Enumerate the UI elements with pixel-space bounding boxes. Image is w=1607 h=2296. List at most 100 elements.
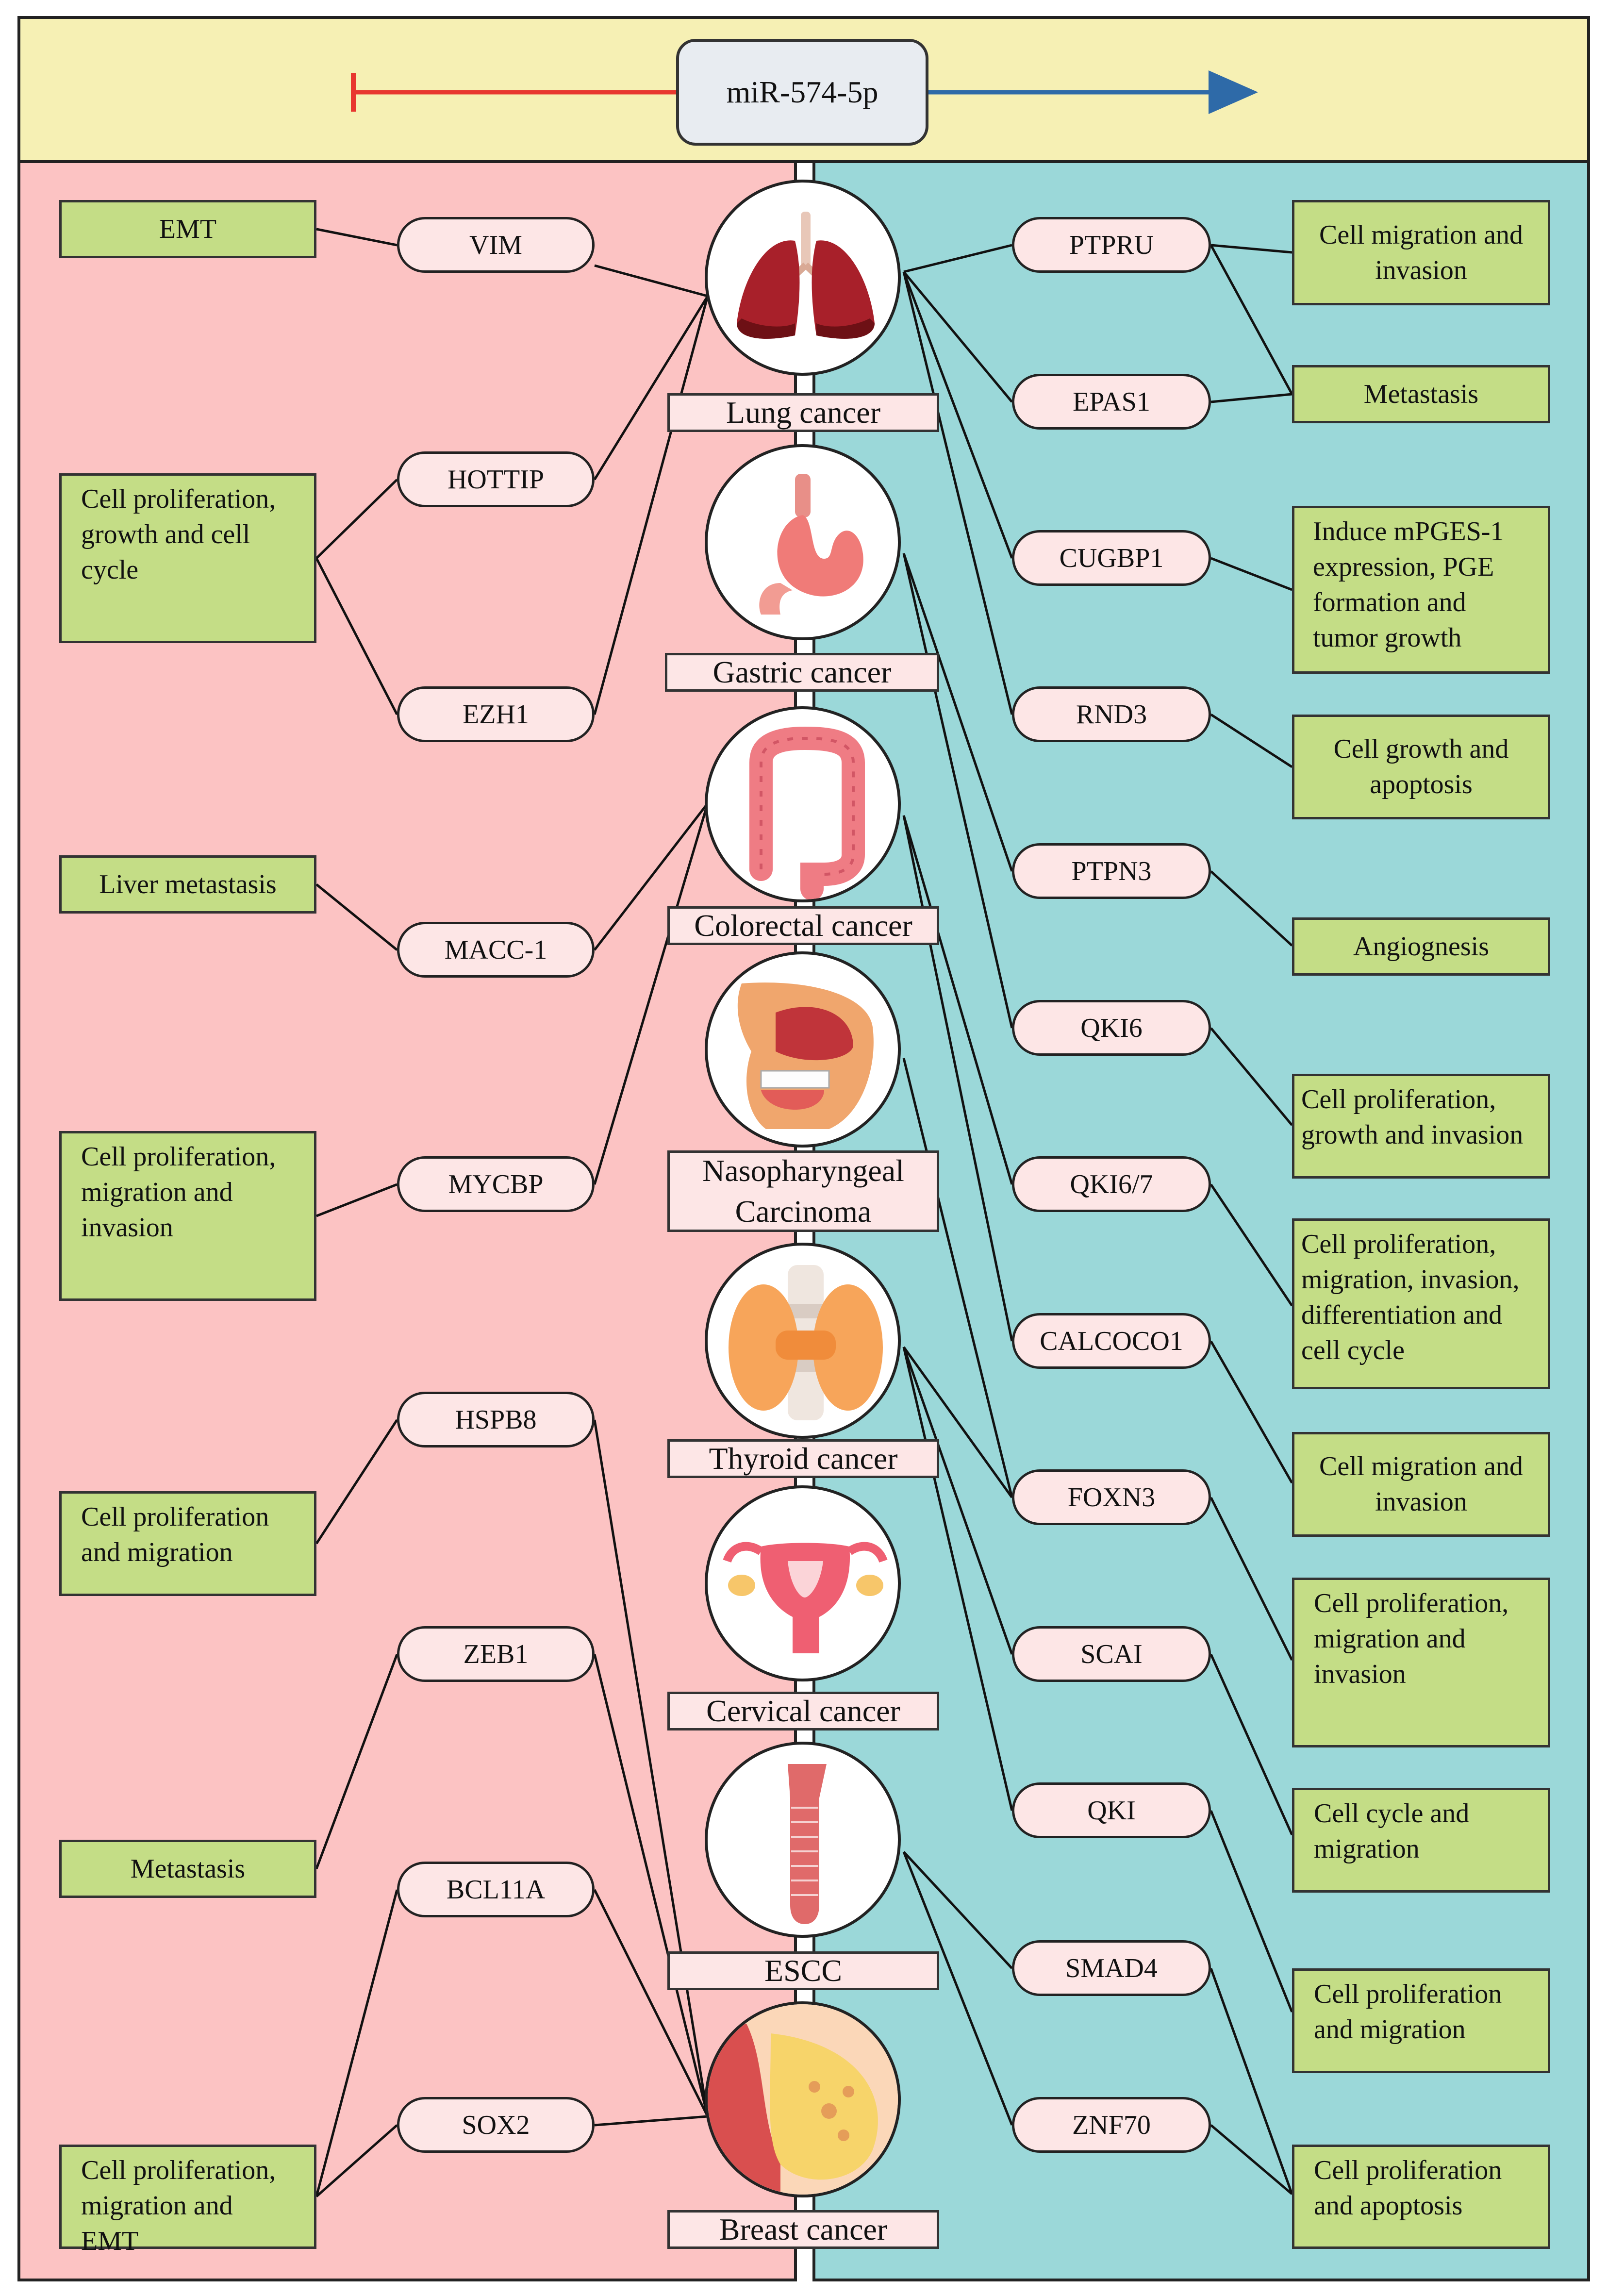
cancer-label-colorectal: Colorectal cancer [667, 906, 939, 945]
connector-line [315, 557, 398, 715]
connector-line [902, 1346, 1013, 1498]
connector-line [903, 271, 1013, 403]
effect-box-right: Angiognesis [1292, 917, 1550, 976]
nasopharynx-icon [705, 951, 901, 1148]
gene-pill-bcl11a: BCL11A [397, 1862, 595, 1917]
connector-line [1210, 244, 1292, 254]
connector-line [902, 553, 1013, 872]
connector-line [316, 228, 398, 247]
effect-box-left: Metastasis [59, 1840, 316, 1898]
effect-box-right: Cell proliferation, migration, invasion,… [1292, 1218, 1550, 1389]
connector-line [315, 1654, 398, 1869]
gene-pill-znf70: ZNF70 [1012, 2097, 1211, 2153]
gene-pill-scai: SCAI [1012, 1626, 1211, 1682]
connector-line [594, 802, 709, 951]
connector-line [315, 1419, 398, 1545]
gene-pill-smad4: SMAD4 [1012, 1940, 1211, 1996]
gene-pill-ptpru: PTPRU [1012, 217, 1211, 273]
connector-line [315, 479, 398, 559]
connector-line [902, 1058, 1013, 1498]
connector-line [1209, 244, 1293, 395]
cancer-label-thyroid: Thyroid cancer [667, 1439, 939, 1478]
gene-pill-mycbp: MYCBP [397, 1156, 595, 1212]
uterus-icon [705, 1485, 901, 1681]
connector-line [593, 803, 709, 1185]
connector-line [593, 296, 709, 715]
connector-line [1210, 557, 1292, 591]
breast-icon [705, 2001, 901, 2197]
gene-pill-qki6-7: QKI6/7 [1012, 1156, 1211, 1212]
connector-line [593, 1654, 709, 2117]
effect-box-left: Cell proliferation and migration [59, 1491, 316, 1596]
colon-icon [705, 706, 901, 902]
cancer-label-breast: Breast cancer [667, 2210, 939, 2249]
connector-line [315, 1889, 398, 2197]
gene-pill-hspb8: HSPB8 [397, 1392, 595, 1447]
effect-box-left: EMT [59, 200, 316, 258]
cancer-label-npc: Nasopharyngeal Carcinoma [667, 1150, 939, 1232]
connector-line [1209, 1968, 1293, 2195]
connector-line [1209, 1653, 1293, 1836]
connector-line [1209, 1810, 1293, 2013]
effect-box-right: Cell proliferation, growth and invasion [1292, 1074, 1550, 1179]
connector-line [1209, 1183, 1293, 1307]
effect-box-right: Cell cycle and migration [1292, 1788, 1550, 1893]
connector-line [1210, 870, 1293, 947]
connector-line [1210, 2124, 1293, 2195]
gene-pill-qki6: QKI6 [1012, 1000, 1211, 1056]
effect-box-right: Cell migration and invasion [1292, 1432, 1550, 1537]
cancer-label-escc: ESCC [667, 1951, 939, 1990]
gene-pill-macc1: MACC-1 [397, 922, 595, 978]
gene-pill-qki: QKI [1012, 1782, 1211, 1838]
connector-line [315, 883, 398, 951]
mirna-node: miR-574-5p [676, 39, 928, 146]
effect-box-left: Cell proliferation, migration and EMT [59, 2145, 316, 2256]
connector-line [593, 1419, 709, 2117]
connector-line [903, 244, 1012, 273]
thyroid-icon [705, 1243, 901, 1439]
gene-pill-foxn3: FOXN3 [1012, 1469, 1211, 1525]
cancer-label-lung: Lung cancer [667, 393, 939, 432]
promotion-arrow [928, 70, 1258, 114]
connector-line [1210, 713, 1293, 768]
effect-box-right: Metastasis [1292, 365, 1550, 423]
connector-line [902, 815, 1013, 1185]
gene-pill-sox2: SOX2 [397, 2097, 595, 2153]
connector-line [1209, 1340, 1293, 1484]
effect-box-right: Cell growth and apoptosis [1292, 715, 1550, 819]
effect-box-right: Cell proliferation, migration and invasi… [1292, 1578, 1550, 1747]
connector-line [902, 1851, 1013, 2126]
connector-line [594, 264, 708, 298]
effect-box-left: Cell proliferation, growth and cell cycl… [59, 473, 316, 643]
gene-pill-ezh1: EZH1 [397, 686, 595, 742]
effect-box-left: Liver metastasis [59, 855, 316, 914]
connector-line [902, 1347, 1013, 1811]
effect-box-left: Cell proliferation, migration and invasi… [59, 1131, 316, 1301]
cancer-label-cervical: Cervical cancer [667, 1692, 939, 1730]
esophagus-icon [705, 1742, 901, 1938]
connector-line [1209, 1497, 1293, 1661]
effect-box-right: Cell migration and invasion [1292, 200, 1550, 305]
connector-line [902, 271, 1013, 715]
connector-line [902, 815, 1013, 1342]
gene-pill-epas1: EPAS1 [1012, 374, 1211, 430]
connector-line [1210, 393, 1292, 403]
inhibition-arrow [351, 73, 676, 112]
effect-box-right: Cell proliferation and migration [1292, 1968, 1550, 2073]
gene-pill-hottip: HOTTIP [397, 451, 595, 507]
gene-pill-cugbp1: CUGBP1 [1012, 530, 1211, 586]
connector-line [902, 271, 1013, 559]
cancer-label-gastric: Gastric cancer [665, 653, 939, 692]
stomach-icon [705, 444, 901, 640]
gene-pill-calcoco1: CALCOCO1 [1012, 1313, 1211, 1369]
lungs-icon [705, 180, 901, 376]
connector-line [1210, 1027, 1293, 1126]
connector-line [902, 1347, 1013, 1655]
connector-line [316, 1183, 398, 1217]
gene-pill-vim: VIM [397, 217, 595, 273]
connector-line [594, 2115, 708, 2127]
gene-pill-ptpn3: PTPN3 [1012, 843, 1211, 899]
connector-line [593, 295, 709, 481]
connector-line [315, 2124, 398, 2197]
